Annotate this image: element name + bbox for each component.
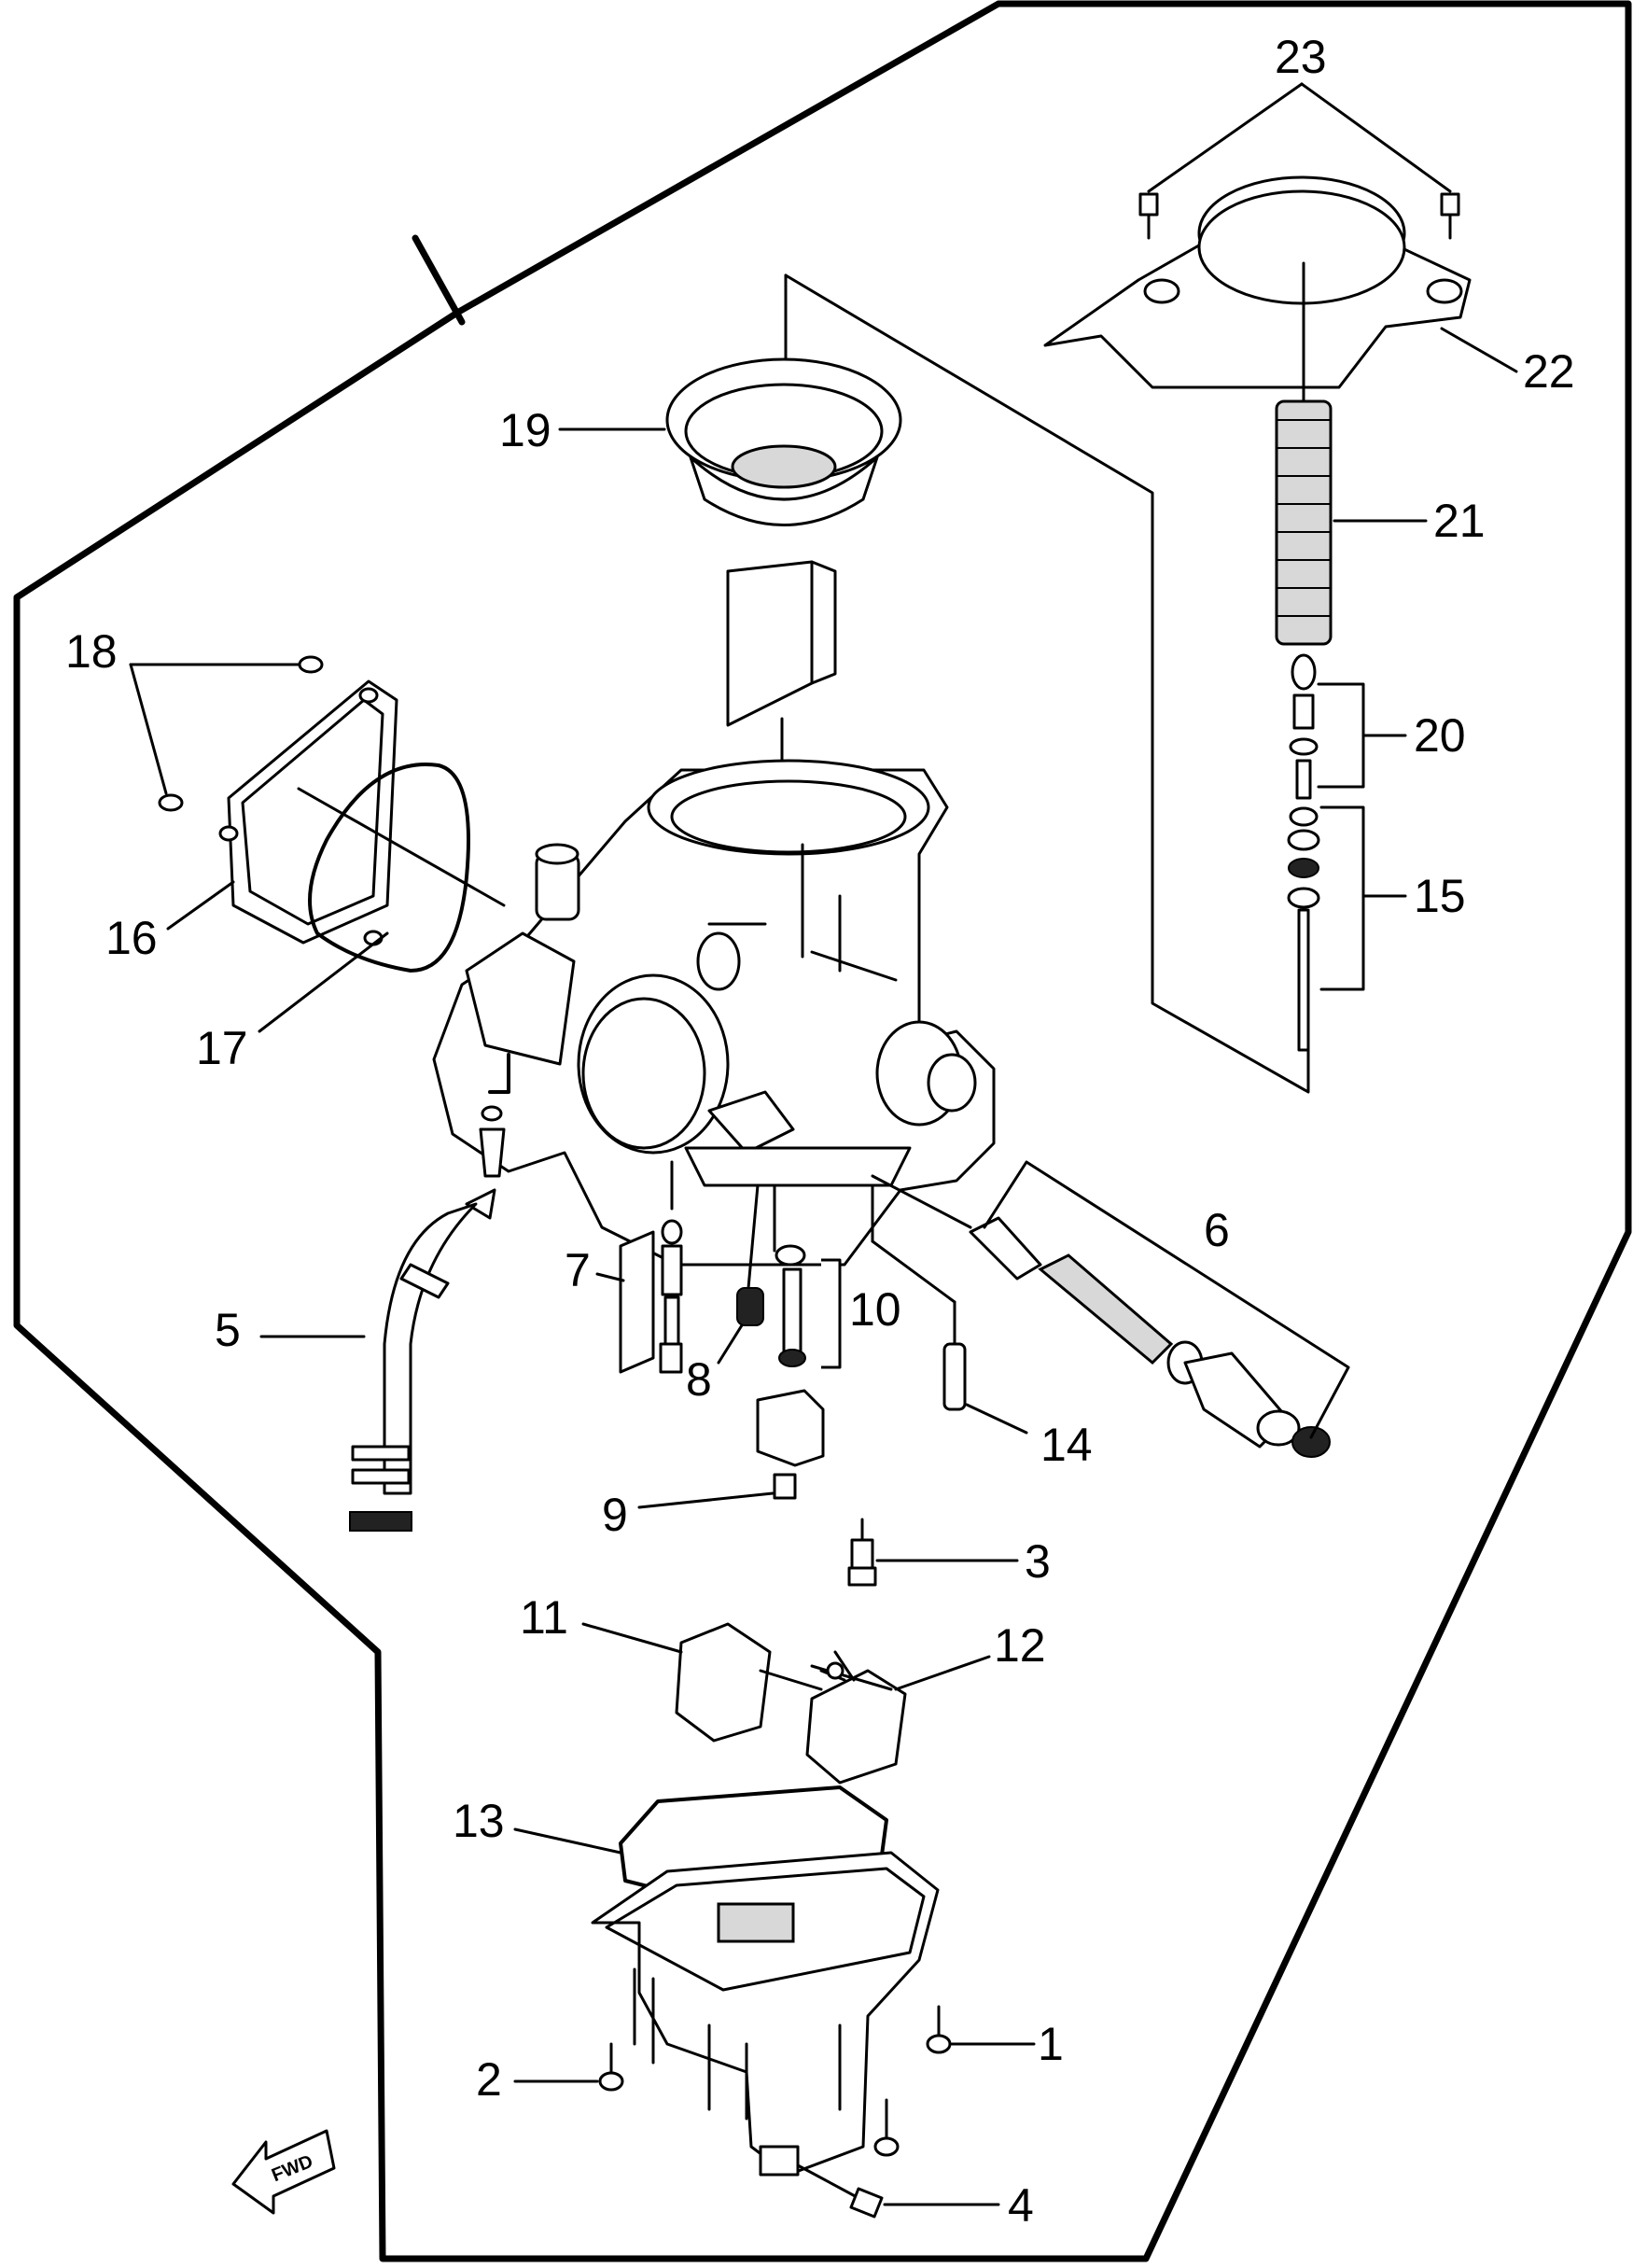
cover-axis-line [297,787,506,907]
part-15-needle [1287,806,1320,1052]
callout-10: 10 [849,1283,901,1336]
callout-23: 23 [1275,31,1327,83]
part-12-float-pin [810,1650,893,1691]
part-20-needle-clip-set [1289,653,1319,800]
part-21-spring [1275,399,1333,646]
callout-12: 12 [994,1619,1046,1672]
callout-14: 14 [1040,1419,1093,1471]
callout-15: 15 [1414,870,1466,922]
callout-21: 21 [1433,495,1486,547]
part-17-gasket [308,763,470,973]
callout-20: 20 [1414,709,1466,762]
part-10-bracket [821,1258,842,1369]
callout-1: 1 [1038,2018,1064,2070]
part-7-jet [659,1160,683,1374]
part-3-screw [847,1518,877,1587]
callout-4: 4 [1008,2179,1034,2232]
callout-16: 16 [105,912,158,964]
forward-arrow-icon: FWD [231,2129,336,2215]
part-2-screw [598,2042,900,2157]
assembly-boundary [13,0,1632,2262]
part-6-bracket [983,1160,1350,1439]
part-18-screws [158,655,324,812]
callout-18: 18 [65,625,118,678]
part-6-adjuster-assembly [871,1174,1331,1458]
callout-6: 6 [1204,1204,1230,1256]
callout-13: 13 [453,1795,505,1847]
callout-9: 9 [602,1489,628,1541]
part-9-main-jet [756,1389,825,1500]
part-19-diaphragm [665,357,902,526]
callout-3: 3 [1025,1535,1051,1588]
part-5-hose [349,1053,510,1532]
part-14-pilot-screw [871,1183,967,1411]
assembly-pointer-line [412,234,466,326]
part-4-drain-screw [796,2163,884,2219]
callout-22: 22 [1523,345,1575,398]
throttle-slide [726,560,837,727]
carburetor-body [432,759,996,1267]
part-1-screw [926,2005,952,2054]
callout-7: 7 [565,1244,591,1296]
callout-19: 19 [499,404,551,456]
part-7-bracket [619,1230,655,1374]
part-22-top-cover [1043,175,1472,389]
part-8-jet [736,1183,764,1326]
callout-17: 17 [196,1022,248,1074]
callout-5: 5 [215,1304,241,1356]
part-11-float [675,1622,907,1785]
callout-11: 11 [520,1591,568,1644]
float-bowl [591,1851,940,2177]
needle-bracket-line [784,273,1310,1094]
part-23-screws [1138,192,1460,240]
part-16-cover-plate [218,679,398,946]
callout-2: 2 [476,2053,502,2106]
part-10-needle-jet [773,1183,806,1367]
callout-8: 8 [686,1353,712,1406]
